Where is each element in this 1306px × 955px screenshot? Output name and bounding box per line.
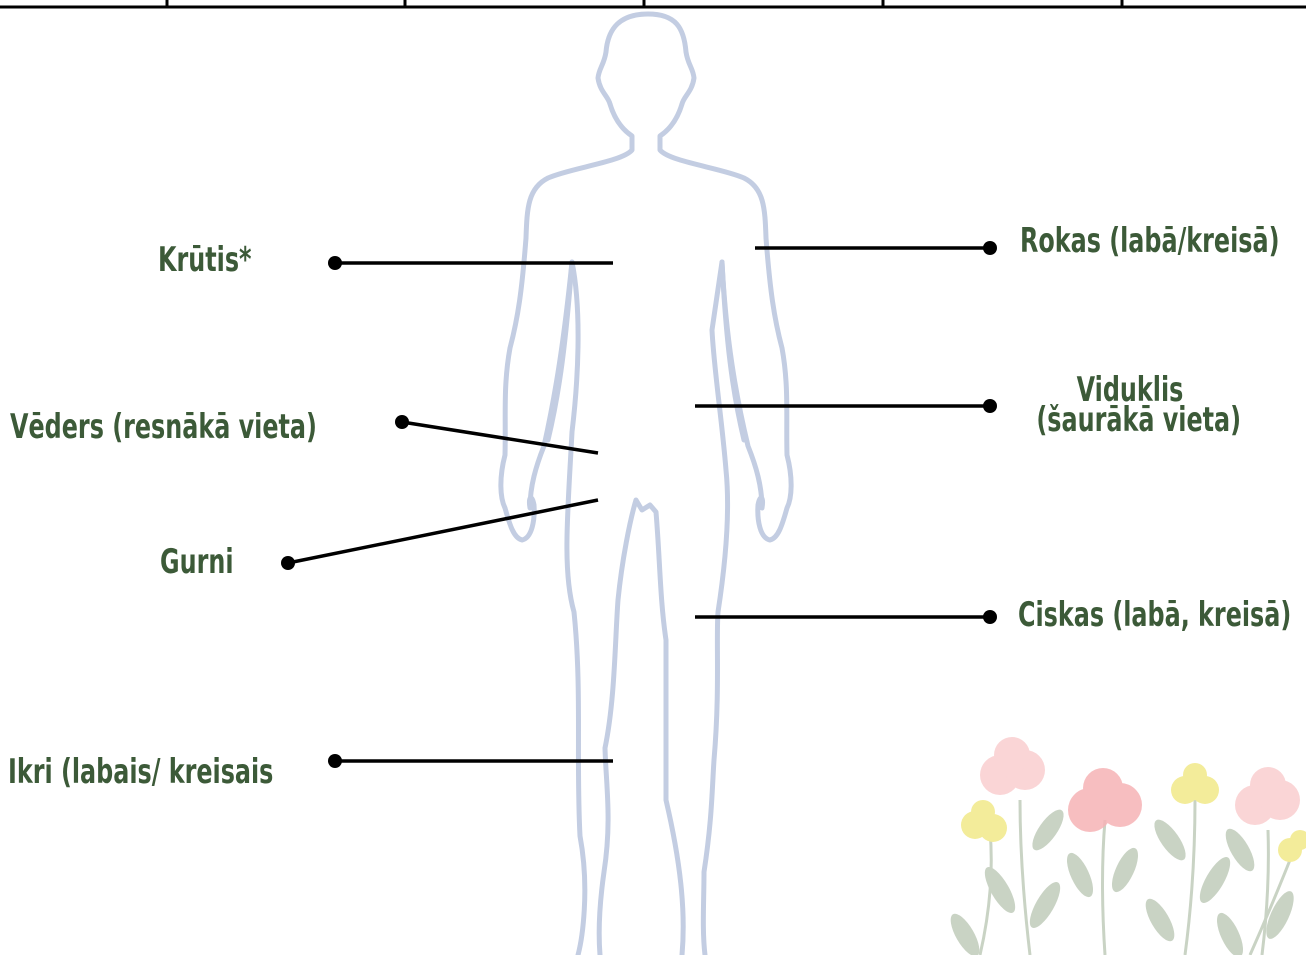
label-waist: Viduklis (šaurākā vieta) <box>1036 375 1223 435</box>
flowers-decoration <box>945 737 1306 955</box>
chest-leader-dot <box>328 256 342 270</box>
label-calves: Ikri (labais/ kreisais <box>8 755 273 789</box>
thighs-leader-dot <box>983 610 997 624</box>
label-hips: Gurni <box>160 545 234 579</box>
hips-leader-dot <box>281 556 295 570</box>
top-border <box>0 0 1306 8</box>
belly-leader-dot <box>395 415 409 429</box>
label-belly: Vēders (resnākā vieta) <box>10 410 317 444</box>
label-arms: Rokas (labā/kreisā) <box>1020 224 1279 258</box>
label-waist-line2: (šaurākā vieta) <box>1036 405 1223 435</box>
label-chest: Krūtis* <box>158 243 252 277</box>
waist-leader-dot <box>983 399 997 413</box>
body-outline <box>501 14 791 955</box>
belly-leader-line <box>402 422 598 453</box>
arms-leader-dot <box>983 241 997 255</box>
hips-leader-line <box>288 500 598 563</box>
label-thighs: Ciskas (labā, kreisā) <box>1018 598 1291 632</box>
calves-leader-dot <box>328 754 342 768</box>
